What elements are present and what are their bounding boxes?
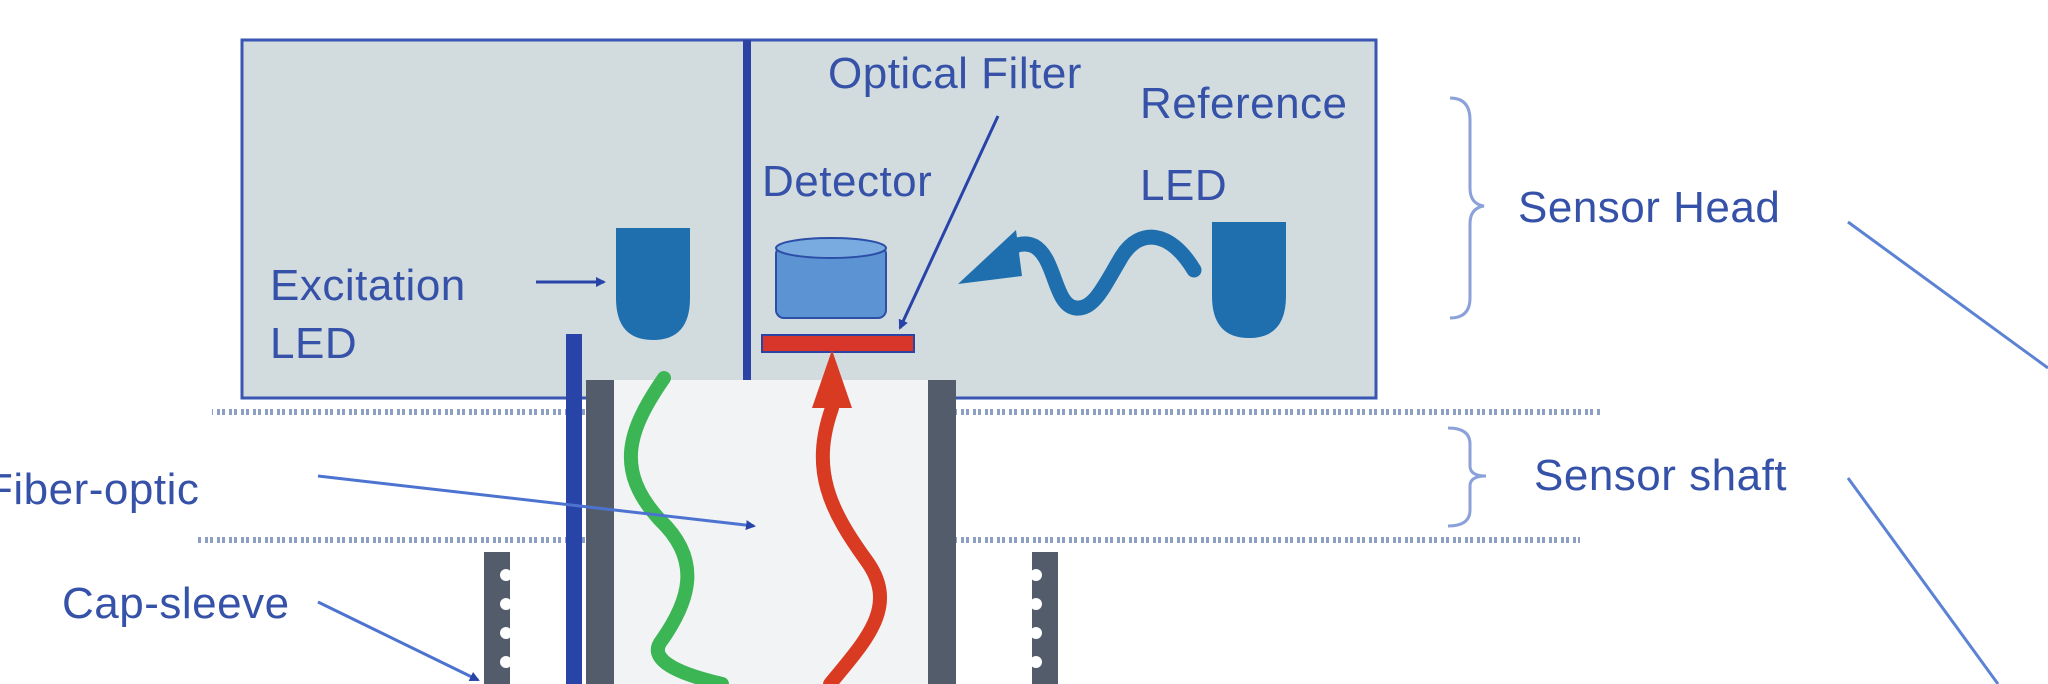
emission-light-path <box>812 350 887 684</box>
fiber-optic-strand <box>566 334 582 684</box>
head-divider <box>743 40 751 398</box>
reference-light-wave <box>958 229 1202 316</box>
fiber-optic-pointer <box>317 474 756 531</box>
sensor-shaft-bracket <box>1447 426 1487 528</box>
sensor-shaft <box>566 334 956 684</box>
label-reference-led: LED <box>1140 161 1227 210</box>
detector <box>775 237 887 319</box>
cap-sleeve-pointer <box>317 600 480 682</box>
shaft-wall-right <box>928 380 956 684</box>
optical-filter <box>761 334 915 353</box>
excitation-light-path <box>623 371 729 684</box>
reference-led <box>1212 222 1286 338</box>
label-reference: Reference <box>1140 79 1348 128</box>
zoom-line-lower <box>1846 477 2000 684</box>
label-detector: Detector <box>762 157 932 206</box>
zoom-line-upper <box>1847 220 2048 370</box>
cap-sleeve <box>484 552 1058 684</box>
sensor-head-bracket <box>1449 96 1485 320</box>
label-optical-filter: Optical Filter <box>828 49 1082 98</box>
optical-filter-pointer <box>898 115 1000 330</box>
label-sensor-shaft: Sensor shaft <box>1534 451 1787 500</box>
shaft-wall-left <box>586 380 614 684</box>
label-cap-sleeve: Cap-sleeve <box>62 579 290 628</box>
excitation-led <box>616 228 690 340</box>
label-sensor-head: Sensor Head <box>1518 183 1780 232</box>
label-excitation-led: LED <box>270 319 357 368</box>
label-fiber-optic: Fiber-optic <box>0 465 199 514</box>
label-excitation: Excitation <box>270 261 466 310</box>
